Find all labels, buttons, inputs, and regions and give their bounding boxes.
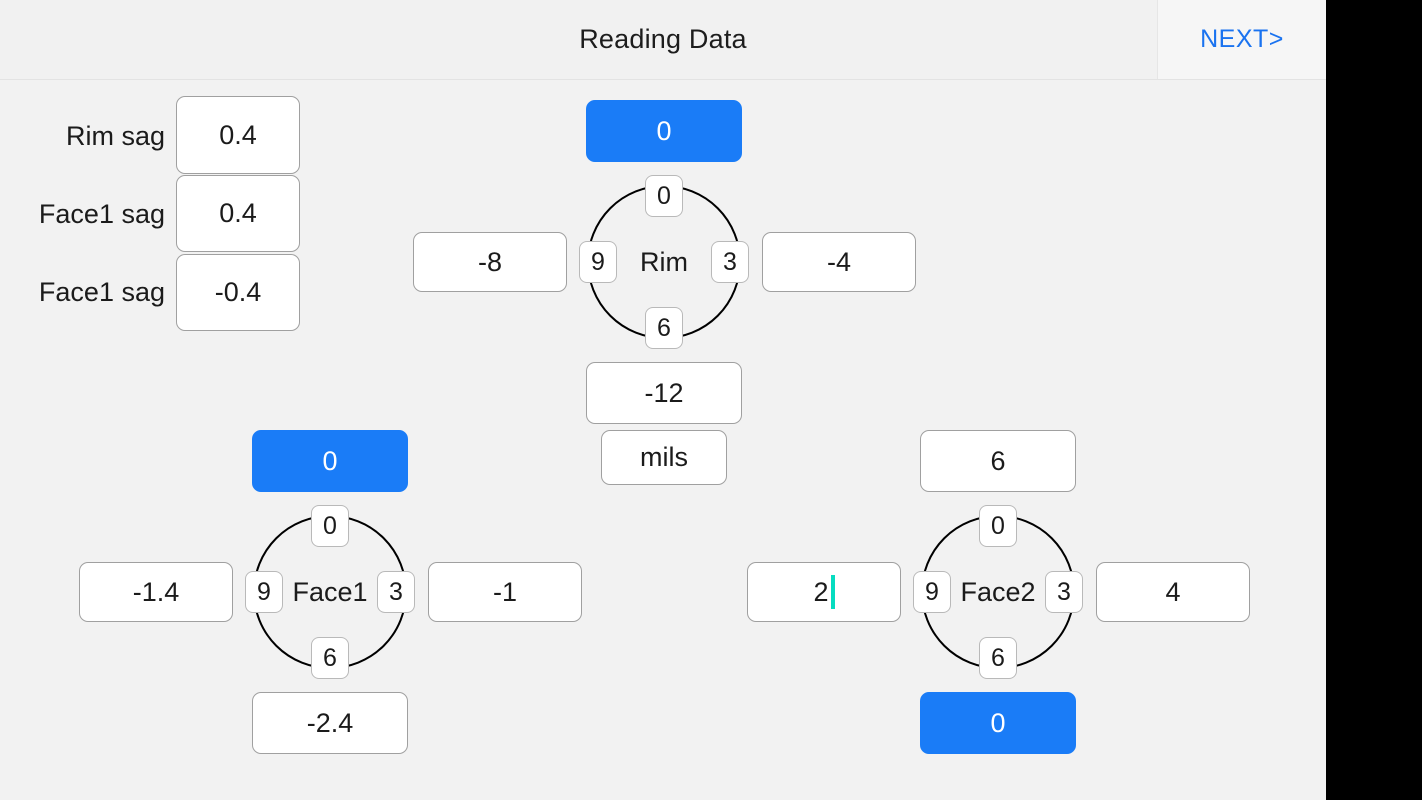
app-content: Reading Data NEXT> Rim sag 0.4 Face1 sag…	[0, 0, 1326, 754]
dial-face2-tick-9[interactable]: 9	[913, 571, 951, 613]
rim-reading-top[interactable]: 0	[586, 100, 742, 162]
dial-rim-tick-3[interactable]: 3	[711, 241, 749, 283]
rim-reading-left[interactable]: -8	[413, 232, 567, 292]
sag-input-0[interactable]: 0.4	[176, 96, 300, 174]
dial-face2-tick-6[interactable]: 6	[979, 637, 1017, 679]
android-navigation-bar	[1326, 0, 1422, 800]
next-button[interactable]: NEXT>	[1157, 0, 1326, 79]
face1-reading-left[interactable]: -1.4	[79, 562, 233, 622]
sag-label-1: Face1 sag	[38, 199, 165, 229]
dial-face1[interactable]: Face1 0 3 6 9	[245, 505, 415, 679]
face2-reading-bottom[interactable]: 0	[920, 692, 1076, 754]
dial-rim-tick-12[interactable]: 0	[645, 175, 683, 217]
dial-face2-tick-12[interactable]: 0	[979, 505, 1017, 547]
dial-face1-tick-6[interactable]: 6	[311, 637, 349, 679]
dial-rim-tick-6[interactable]: 6	[645, 307, 683, 349]
face1-reading-top[interactable]: 0	[252, 430, 408, 492]
text-caret	[830, 575, 835, 609]
face2-reading-left[interactable]: 2	[747, 562, 901, 622]
face1-reading-bottom[interactable]: -2.4	[252, 692, 408, 754]
rim-reading-right[interactable]: -4	[762, 232, 916, 292]
dial-face1-tick-9[interactable]: 9	[245, 571, 283, 613]
dial-rim[interactable]: Rim 0 3 6 9	[579, 175, 749, 349]
units-field[interactable]: mils	[601, 430, 727, 485]
page-title: Reading Data	[579, 24, 747, 54]
dial-rim-tick-9[interactable]: 9	[579, 241, 617, 283]
sag-input-2[interactable]: -0.4	[176, 254, 300, 331]
sag-label-2: Face1 sag	[38, 277, 165, 307]
rim-reading-bottom[interactable]: -12	[586, 362, 742, 424]
dial-face2-tick-3[interactable]: 3	[1045, 571, 1083, 613]
sag-label-0: Rim sag	[65, 121, 165, 151]
next-button-label: NEXT>	[1200, 25, 1284, 53]
dial-face1-tick-12[interactable]: 0	[311, 505, 349, 547]
dial-face2[interactable]: Face2 0 3 6 9	[913, 505, 1083, 679]
face2-reading-right[interactable]: 4	[1096, 562, 1250, 622]
face1-reading-right[interactable]: -1	[428, 562, 582, 622]
face2-reading-left-value: 2	[813, 576, 829, 607]
face2-reading-top[interactable]: 6	[920, 430, 1076, 492]
app-header: Reading Data NEXT>	[0, 0, 1326, 80]
sag-input-1[interactable]: 0.4	[176, 175, 300, 252]
dial-face1-tick-3[interactable]: 3	[377, 571, 415, 613]
